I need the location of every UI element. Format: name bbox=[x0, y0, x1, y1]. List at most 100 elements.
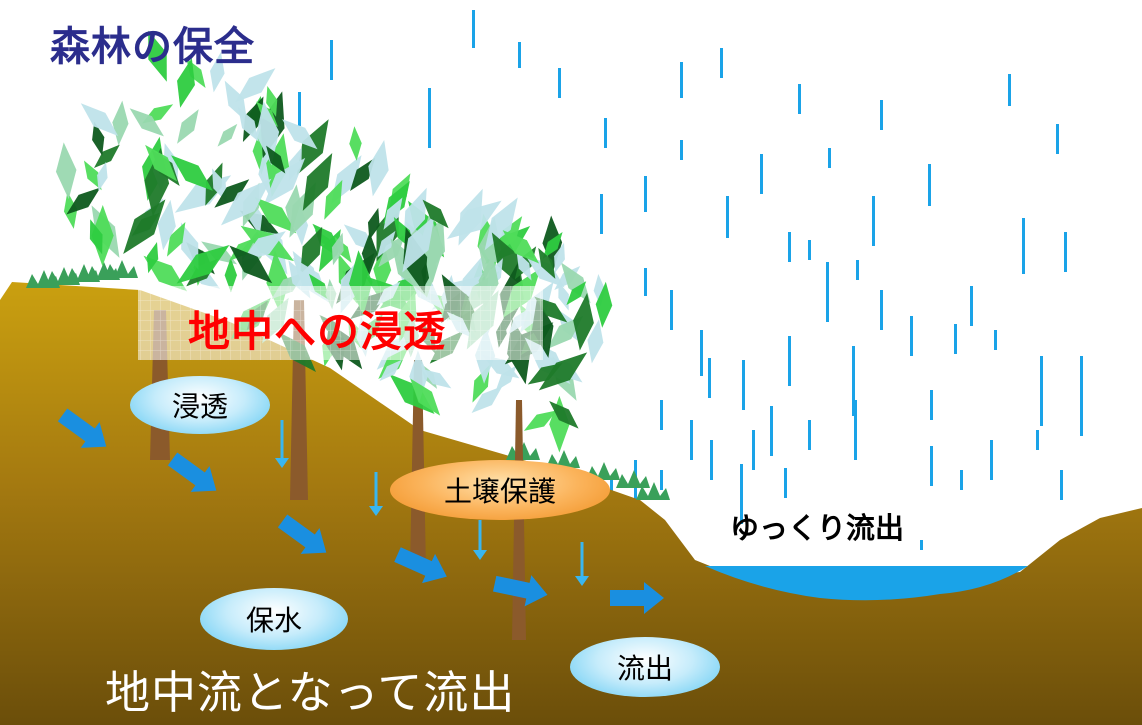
leaf-icon bbox=[229, 245, 273, 284]
infiltration-arrow-group bbox=[275, 420, 589, 586]
leaf-icon bbox=[554, 242, 565, 273]
rain-drop-icon bbox=[808, 420, 811, 450]
leaf-icon bbox=[282, 119, 318, 150]
rain-drop-icon bbox=[960, 470, 963, 490]
rain-drop-icon bbox=[880, 100, 883, 130]
leaf-icon bbox=[331, 232, 344, 266]
leaf-icon bbox=[573, 292, 594, 351]
leaf-icon bbox=[587, 319, 604, 364]
rain-drop-icon bbox=[518, 42, 521, 68]
leaf-icon bbox=[324, 179, 343, 220]
rain-drop-icon bbox=[880, 290, 883, 330]
rain-drop-icon bbox=[472, 10, 475, 48]
leaf-icon bbox=[177, 109, 199, 144]
rain-drop-icon bbox=[872, 196, 875, 246]
rain-drop-icon bbox=[710, 440, 713, 480]
leaf-icon bbox=[145, 144, 178, 182]
outflow-badge: 流出 bbox=[570, 637, 720, 697]
rain-drop-icon bbox=[970, 286, 973, 326]
leaf-icon bbox=[560, 262, 591, 304]
leaf-icon bbox=[422, 199, 449, 229]
leaf-icon bbox=[410, 378, 441, 416]
rain-drop-icon bbox=[788, 336, 791, 386]
rain-drop-icon bbox=[770, 406, 773, 456]
grass-tuft bbox=[506, 442, 540, 460]
leaf-icon bbox=[93, 144, 120, 168]
rain-drop-icon bbox=[1064, 232, 1067, 272]
rain-drop-icon bbox=[852, 346, 855, 416]
rain-drop-icon bbox=[928, 164, 931, 206]
leaf-icon bbox=[379, 359, 402, 382]
leaf-icon bbox=[224, 258, 237, 293]
rain-drop-icon bbox=[690, 420, 693, 460]
leaf-icon bbox=[123, 199, 166, 255]
rain-drop-icon bbox=[990, 440, 993, 480]
leaf-icon bbox=[238, 107, 259, 142]
leaf-icon bbox=[55, 142, 77, 200]
flow-arrow-icon bbox=[57, 408, 107, 448]
water-retention-badge: 保水 bbox=[200, 588, 348, 650]
leaf-icon bbox=[91, 204, 114, 267]
rain-drop-icon bbox=[954, 324, 957, 354]
rain-drop-icon bbox=[798, 84, 801, 114]
rain-drop-icon bbox=[808, 240, 811, 260]
grass-tuft bbox=[104, 260, 138, 278]
leaf-icon bbox=[525, 255, 565, 288]
down-arrow-icon bbox=[275, 420, 289, 468]
down-arrow-icon bbox=[473, 520, 487, 560]
flow-arrow-icon bbox=[610, 582, 664, 614]
leaf-icon bbox=[538, 352, 588, 391]
leaf-icon bbox=[300, 226, 323, 275]
leaf-icon bbox=[349, 126, 362, 161]
label-panel-grid bbox=[138, 286, 543, 360]
leaf-icon bbox=[566, 281, 587, 306]
rain-drop-icon bbox=[558, 68, 561, 98]
leaf-icon bbox=[367, 207, 380, 241]
flow-arrow-icon bbox=[277, 514, 327, 554]
rain-drop-icon bbox=[700, 330, 703, 376]
leaf-icon bbox=[254, 197, 297, 234]
leaf-icon bbox=[527, 363, 563, 385]
rain-drop-icon bbox=[930, 446, 933, 486]
leaf-icon bbox=[368, 140, 389, 197]
leaf-icon bbox=[288, 147, 302, 182]
slow-outflow-label: ゆっくり流出 bbox=[730, 511, 905, 545]
rain-drop-icon bbox=[1080, 356, 1083, 436]
leaf-icon bbox=[471, 386, 503, 414]
rain-drop-icon bbox=[330, 40, 333, 80]
leaf-icon bbox=[112, 100, 129, 146]
infiltration-badge: 浸透 bbox=[130, 376, 270, 434]
leaf-icon bbox=[421, 368, 452, 389]
down-arrow-icon bbox=[369, 472, 383, 516]
rain-drop-icon bbox=[1056, 124, 1059, 154]
leaf-icon bbox=[146, 241, 159, 274]
leaf-icon bbox=[256, 101, 280, 166]
rain-drop-icon bbox=[1060, 470, 1063, 500]
rain-drop-icon bbox=[1022, 218, 1025, 274]
rain-drop-icon bbox=[644, 176, 647, 212]
leaf-icon bbox=[516, 251, 532, 281]
flow-arrow-group bbox=[57, 408, 664, 614]
leaf-icon bbox=[549, 395, 570, 453]
grass-tuft bbox=[616, 470, 650, 488]
soil-protection-badge: 土壌保護 bbox=[390, 460, 610, 520]
leaf-icon bbox=[167, 221, 186, 257]
subsurface-outflow-label: 地中流となって流出 bbox=[105, 666, 516, 719]
rain-drop-icon bbox=[910, 316, 913, 356]
leaf-icon bbox=[383, 197, 403, 230]
rain-group bbox=[298, 10, 1083, 550]
leaf-icon bbox=[595, 281, 613, 328]
rain-drop-icon bbox=[742, 360, 745, 410]
rain-drop-icon bbox=[752, 430, 755, 470]
tree-trunk bbox=[410, 360, 426, 570]
rain-drop-icon bbox=[856, 260, 859, 280]
leaf-icon bbox=[66, 187, 101, 215]
rain-drop-icon bbox=[600, 194, 603, 234]
leaf-icon bbox=[171, 155, 213, 191]
leaf-icon bbox=[157, 199, 176, 251]
rain-drop-icon bbox=[660, 470, 663, 490]
leaf-icon bbox=[523, 410, 557, 431]
leaf-icon bbox=[97, 161, 108, 192]
rain-drop-icon bbox=[428, 88, 431, 148]
rain-drop-icon bbox=[680, 140, 683, 160]
